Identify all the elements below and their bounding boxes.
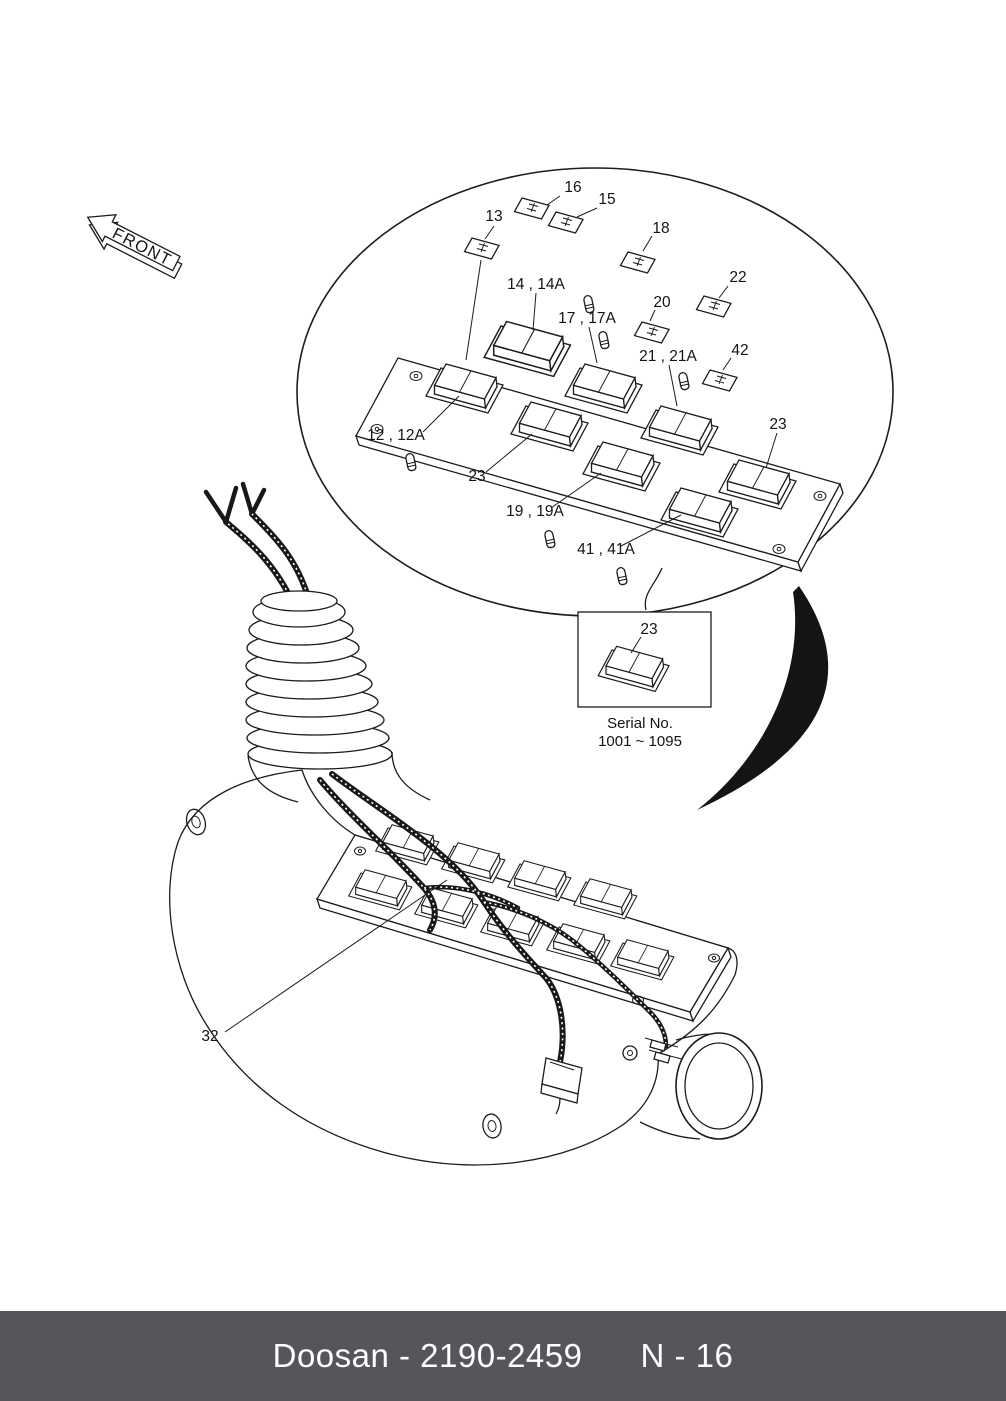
callout-23-right: 23 [769,416,786,433]
callout-22: 22 [729,269,746,286]
leader-lines [422,195,778,547]
callout-41-41A: 41 , 41A [577,541,635,558]
end-cylinder [639,1032,763,1140]
console-illustration: 32 [169,481,763,1166]
side-plugs [644,1037,683,1064]
footer-doc-ref: Doosan - 2190-2459 [272,1337,583,1374]
callout-13: 13 [485,208,502,225]
switch-panel-plate [354,320,844,573]
callout-21-21A: 21 , 21A [639,348,697,365]
serial-label: Serial No. [607,715,673,732]
bellows-boot [245,590,393,770]
screw-hole [354,846,720,1005]
footer-page-number: N - 16 [640,1337,734,1374]
connector-plug [540,1057,583,1115]
callout-19-19A: 19 , 19A [506,503,564,520]
serial-range: 1001 ~ 1095 [598,733,682,750]
callout-labels: 16 15 13 18 14 , 14A 22 17 , 17A 20 21 ,… [367,179,787,558]
leader-32 [224,879,448,1033]
housing-body [169,769,738,1166]
wire-harness [317,771,669,1065]
front-arrow: FRONT [86,214,183,280]
serial-inset: 23 Serial No. 1001 ~ 1095 [577,611,712,750]
inset-connector-line [644,567,663,611]
crescent-pointer [697,586,829,810]
detail-balloon: 16 15 13 18 14 , 14A 22 17 , 17A 20 21 ,… [296,167,894,617]
callout-17-17A: 17 , 17A [558,310,616,327]
callout-12-12A: 12 , 12A [367,427,425,444]
screw-hole [370,371,827,554]
boot-base-line [391,751,431,801]
callout-42: 42 [731,342,748,359]
footer-bar: Doosan - 2190-2459 N - 16 [0,1311,1006,1401]
callout-16: 16 [564,179,581,196]
front-arrow-label: FRONT [109,225,174,270]
callout-14-14A: 14 , 14A [507,276,565,293]
housing-holes [185,808,638,1139]
boot-base-line [247,755,299,803]
callout-20: 20 [653,294,671,311]
callout-15: 15 [598,191,615,208]
callout-32: 32 [201,1028,218,1045]
callout-23-left: 23 [468,468,485,485]
callout-18: 18 [652,220,669,237]
callout-23-inset: 23 [640,621,657,638]
